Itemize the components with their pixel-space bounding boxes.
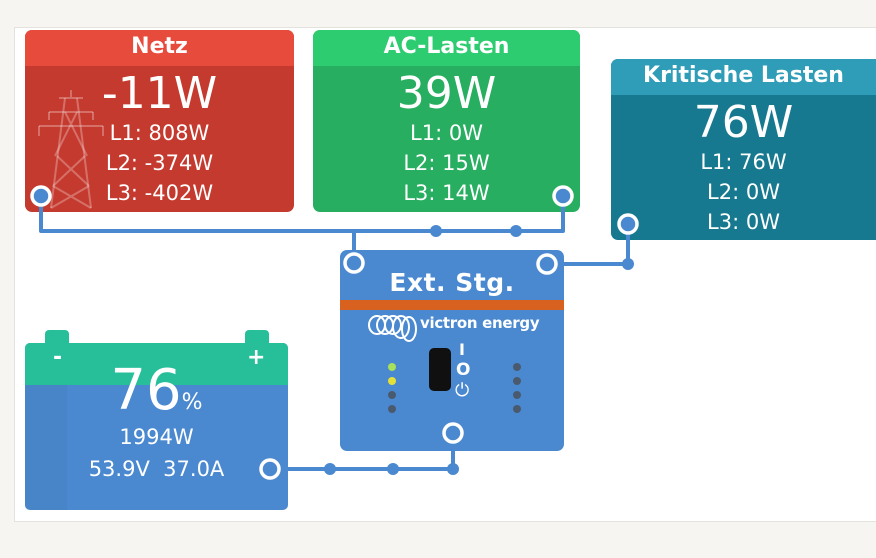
critical-loads-l1: L1: 76W (700, 150, 787, 174)
battery-post-minus (45, 330, 69, 344)
grid-power: -11W (101, 68, 218, 119)
wire-dot (387, 463, 399, 475)
switch-off-label: O (456, 360, 471, 380)
wire-dot (430, 225, 442, 237)
wire-dot (510, 225, 522, 237)
battery-voltage: 53.9V (88, 457, 150, 481)
ac-loads-l2: L2: 15W (403, 151, 490, 175)
led-absorption (388, 391, 396, 399)
victron-swirl-icon (368, 315, 417, 342)
plus-icon: + (247, 345, 266, 370)
battery-power: 1994W (119, 425, 194, 449)
grid-l3: L3: -402W (105, 181, 214, 205)
led-overload (513, 377, 521, 385)
connector-grid (30, 185, 52, 207)
grid-l2: L2: -374W (105, 151, 214, 175)
led-bulk (388, 377, 396, 385)
grid-tile[interactable]: Netz -11W L1: 808W L2: -374W L3: -402W (25, 30, 294, 212)
minus-icon: - (53, 345, 63, 370)
led-low-battery (513, 391, 521, 399)
critical-loads-l2: L2: 0W (707, 180, 780, 204)
connector-inverter-ac-in (343, 252, 365, 274)
led-mains-on (388, 363, 396, 371)
switch-on-label: I (459, 340, 465, 359)
connector-battery (259, 458, 281, 480)
power-switch[interactable] (429, 348, 451, 391)
wire-battery-inverter (270, 433, 455, 471)
critical-loads-title: Kritische Lasten (611, 59, 876, 95)
ac-loads-l1: L1: 0W (410, 121, 483, 145)
battery-voltage-current: 53.9V 37.0A (25, 457, 288, 481)
grid-title: Netz (25, 30, 294, 66)
wire-dot (324, 463, 336, 475)
connector-inverter-ac-out (536, 253, 558, 275)
battery-post-plus (245, 330, 269, 344)
power-pylon-icon (38, 90, 104, 209)
victron-logo: victron energy (367, 313, 547, 349)
inverter-accent-stripe (340, 300, 564, 310)
critical-loads-l3: L3: 0W (707, 210, 780, 234)
battery-soc: 76% (25, 363, 288, 431)
battery-soc-value: 76 (110, 358, 182, 423)
wire-dot (622, 258, 634, 270)
battery-top (25, 343, 288, 385)
battery-tile[interactable]: - + 76% 1994W 53.9V 37.0A (25, 330, 288, 510)
ac-loads-l3: L3: 14W (403, 181, 490, 205)
critical-loads-power: 76W (693, 97, 794, 148)
battery-soc-unit: % (181, 390, 203, 415)
led-temperature (513, 405, 521, 413)
battery-current: 37.0A (163, 457, 225, 481)
inverter-tile[interactable]: Ext. Stg. victron energy I O ⏻ (340, 250, 564, 451)
connector-critical (617, 213, 639, 235)
wire-grid-ac (39, 196, 565, 233)
brand-text: victron energy (420, 314, 540, 332)
led-inverter-on (513, 363, 521, 371)
ac-loads-power: 39W (396, 68, 497, 119)
led-float (388, 405, 396, 413)
ac-loads-tile[interactable]: AC-Lasten 39W L1: 0W L2: 15W L3: 14W (313, 30, 580, 212)
critical-loads-tile[interactable]: Kritische Lasten 76W L1: 76W L2: 0W L3: … (611, 59, 876, 240)
grid-l1: L1: 808W (109, 121, 210, 145)
power-icon: ⏻ (455, 380, 470, 401)
connector-inverter-dc (442, 422, 464, 444)
inverter-title: Ext. Stg. (389, 268, 515, 297)
ac-loads-title: AC-Lasten (313, 30, 580, 66)
connector-ac-loads (552, 185, 574, 207)
wire-dot (447, 463, 459, 475)
